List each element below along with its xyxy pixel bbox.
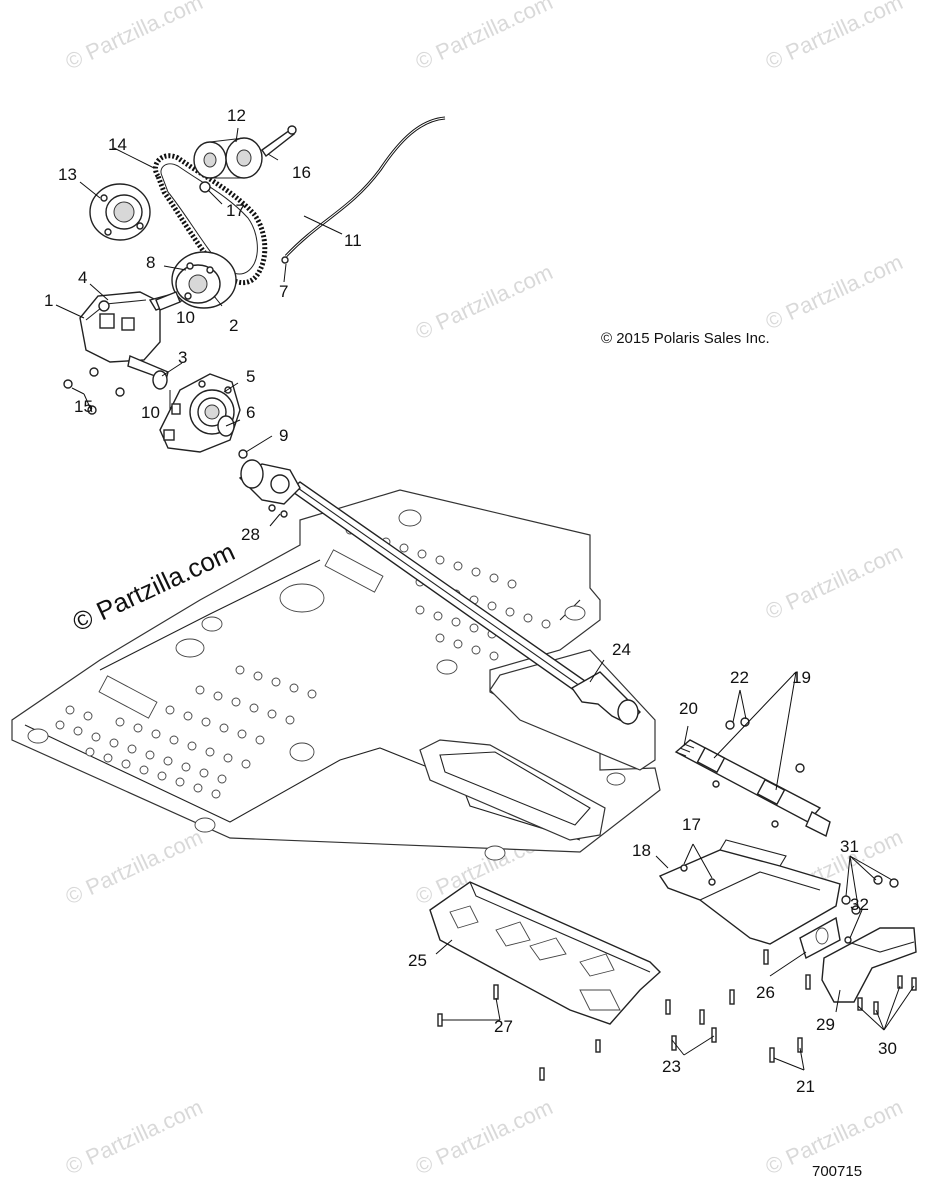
callout-24: 24: [612, 640, 631, 659]
callout-10a: 10: [176, 308, 195, 327]
callout-17b: 17: [682, 815, 701, 834]
callout-23: 23: [662, 1057, 681, 1076]
callout-32: 32: [850, 895, 869, 914]
callout-29: 29: [816, 1015, 835, 1034]
plate-holes-left: [55, 665, 317, 799]
front-prop-shaft: [674, 717, 831, 838]
callout-16: 16: [292, 163, 311, 182]
callout-30: 30: [878, 1039, 897, 1058]
callout-26: 26: [756, 983, 775, 1002]
clutch-housing: [159, 373, 248, 459]
watermark: © Partzilla.com: [762, 249, 907, 334]
callout-28: 28: [241, 525, 260, 544]
callout-27: 27: [494, 1017, 513, 1036]
callout-2: 2: [229, 316, 238, 335]
watermark: © Partzilla.com: [762, 539, 907, 624]
callout-15: 15: [74, 397, 93, 416]
floor-plate: [11, 489, 661, 861]
rear-prop-shaft: [238, 459, 641, 725]
guard: [821, 927, 917, 1003]
callout-31: 31: [840, 837, 859, 856]
vent-hose: [281, 116, 446, 264]
nut: [199, 181, 211, 193]
hardware-fasteners: [437, 875, 917, 1081]
idler-pulley: [193, 137, 263, 179]
callout-9: 9: [279, 426, 288, 445]
callout-13: 13: [58, 165, 77, 184]
skid-plate: [429, 881, 662, 1025]
callout-10b: 10: [141, 403, 160, 422]
watermark: © Partzilla.com: [412, 1094, 557, 1179]
callout-18: 18: [632, 841, 651, 860]
watermark: © Partzilla.com: [62, 1094, 207, 1179]
copyright-text: © 2015 Polaris Sales Inc.: [601, 330, 770, 347]
gearbox: [63, 291, 185, 415]
callout-14: 14: [108, 135, 127, 154]
callout-22: 22: [730, 668, 749, 687]
callout-7: 7: [279, 282, 288, 301]
skid-plate-bracket: [658, 839, 841, 945]
callout-11: 11: [344, 231, 362, 250]
callout-4: 4: [78, 268, 87, 287]
bearing-flange: [89, 183, 151, 241]
plate-holes-right: [345, 525, 551, 661]
callout-labels: 1 2 3 4 5 6 7 8 9 10 10 11 12 13 14 15 1…: [44, 106, 897, 1096]
callout-5: 5: [246, 367, 255, 386]
callout-21: 21: [796, 1077, 815, 1096]
callout-1: 1: [44, 291, 53, 310]
diagram-number: 700715: [812, 1163, 862, 1180]
callout-8: 8: [146, 253, 155, 272]
callout-12: 12: [227, 106, 246, 125]
watermark: © Partzilla.com: [62, 824, 207, 909]
drive-belt: [153, 153, 268, 286]
watermark: © Partzilla.com: [762, 0, 907, 75]
callout-6: 6: [246, 403, 255, 422]
watermark: © Partzilla.com: [62, 0, 207, 75]
watermark: © Partzilla.com: [412, 0, 557, 75]
callout-3: 3: [178, 348, 187, 367]
callout-19: 19: [792, 668, 811, 687]
leader-lines: [55, 127, 915, 1071]
idler-bolt: [261, 125, 297, 158]
sprocket-hub: [171, 251, 237, 309]
watermark: © Partzilla.com: [412, 259, 557, 344]
callout-20: 20: [679, 699, 698, 718]
callout-25: 25: [408, 951, 427, 970]
callout-17a: 17: [226, 201, 245, 220]
plate: [799, 916, 841, 960]
key: [155, 291, 181, 311]
